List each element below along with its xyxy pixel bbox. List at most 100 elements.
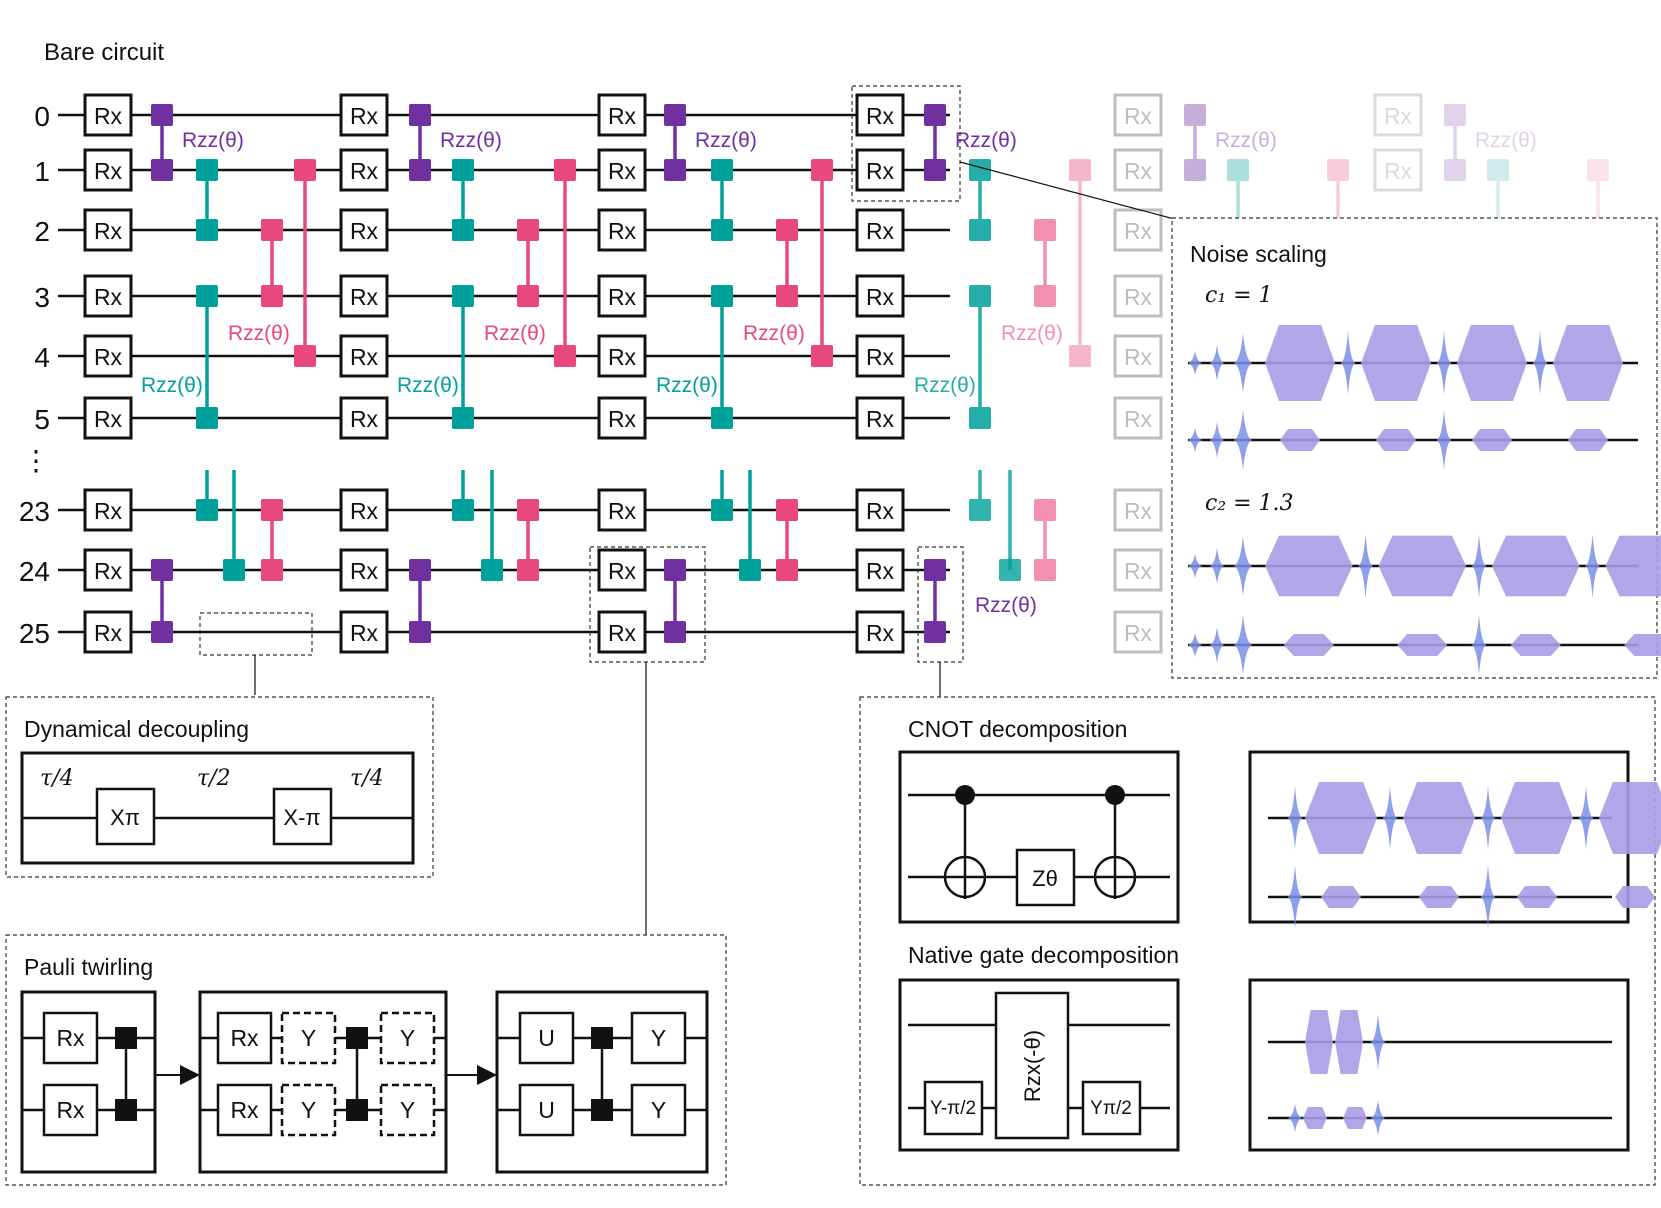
native-pulse-box: [1248, 978, 1630, 1152]
rx-gate-label: Rx: [866, 218, 895, 244]
rx-gate: Rx: [855, 148, 905, 192]
flat-top-pulse: [1303, 1107, 1327, 1129]
rx-gate: Rx: [339, 93, 389, 137]
rx-gate-label: Rx: [350, 284, 379, 310]
rx-gate: Rx: [339, 148, 389, 192]
gaussian-pulse: [1187, 633, 1203, 657]
rx-gate: Rx: [855, 548, 905, 592]
gaussian-pulse: [1233, 333, 1253, 393]
gaussian-pulse: [1382, 786, 1398, 850]
rzx-gate: [994, 991, 1070, 1140]
flat-top-pulse: [1472, 429, 1512, 451]
flat-top-pulse: [1361, 325, 1431, 401]
rx-gate-label: Rx: [866, 158, 895, 184]
rzz-gate: [664, 559, 686, 643]
teal-node: [223, 559, 245, 581]
twirl-rx-2: Rx: [42, 1083, 99, 1137]
rx-gate-label: Rx: [608, 158, 637, 184]
rzz-gate: [261, 499, 283, 581]
rzz-gate: [554, 159, 576, 367]
rzz-gate: [151, 104, 173, 181]
flat-top-pulse: [1335, 1010, 1363, 1074]
rzz-label: Rzz(θ): [397, 374, 459, 397]
svg-text:Y: Y: [400, 1025, 415, 1051]
rzz-gate: [1069, 159, 1091, 367]
svg-text:Rx: Rx: [230, 1097, 259, 1123]
qubit-label: 4: [34, 342, 50, 373]
rx-gate-label: Rx: [1124, 103, 1153, 129]
flat-top-pulse: [1403, 782, 1475, 854]
flat-top-pulse: [1517, 886, 1557, 908]
rzz-gate: [969, 285, 991, 429]
gaussian-pulse: [1471, 534, 1487, 598]
gaussian-pulse: [1209, 627, 1225, 663]
rx-gate-label: Rx: [866, 620, 895, 646]
svg-text:Rx: Rx: [56, 1097, 85, 1123]
gaussian-pulse: [1287, 1104, 1303, 1132]
twirl-rx-3: Rx: [216, 1011, 273, 1065]
dd-title: Dynamical decoupling: [24, 716, 249, 742]
rzz-label: Rzz(θ): [656, 374, 718, 397]
rx-gate-label: Rx: [94, 103, 123, 129]
qubit-label: 1: [34, 156, 50, 187]
z-theta-label: Zθ: [1032, 866, 1058, 891]
rzz-gate: [1184, 104, 1206, 181]
flat-top-pulse: [1457, 325, 1527, 401]
callout-lines: [254, 161, 1179, 935]
flat-top-pulse: [1378, 535, 1466, 597]
gaussian-pulse: [1471, 615, 1487, 675]
rx-gate-label: Rx: [350, 406, 379, 432]
gaussian-pulse: [1287, 786, 1303, 850]
x-minus-pi-pulse: [272, 787, 333, 846]
flat-top-pulse: [1624, 634, 1661, 656]
rx-gate: Rx: [339, 334, 389, 378]
rzz-gate-partial: [196, 470, 218, 521]
rx-gate-label: Rx: [608, 103, 637, 129]
rx-gate: Rx: [597, 488, 647, 532]
rx-gate-label: Rx: [350, 558, 379, 584]
teal-node: [481, 559, 503, 581]
rzz-label: Rzz(θ): [743, 322, 805, 345]
rzz-gate: [776, 499, 798, 581]
twirl-u-1: U: [518, 1011, 575, 1065]
svg-text:Y: Y: [301, 1097, 316, 1123]
rzz-label: Rzz(θ): [1475, 129, 1537, 152]
rx-gate: Rx: [1113, 548, 1163, 592]
rx-gate-label: Rx: [350, 344, 379, 370]
rx-gate: Rx: [339, 274, 389, 318]
rx-gate-label: Rx: [1124, 284, 1153, 310]
rzz-gate: [924, 104, 946, 181]
decomposition-panel: CNOT decomposition Native gate decomposi…: [859, 696, 1661, 1186]
x-pi-label: Xπ: [110, 805, 140, 830]
rx-gate: Rx: [597, 334, 647, 378]
rx-gate: Rx: [597, 274, 647, 318]
rzz-gate: [969, 159, 991, 241]
flat-top-pulse: [1568, 429, 1608, 451]
rx-gate: Rx: [1373, 148, 1423, 192]
rx-gate: Rx: [83, 396, 133, 440]
highlight-box-twirl: [589, 546, 706, 663]
rx-gate-label: Rx: [94, 344, 123, 370]
gaussian-pulse: [1370, 1100, 1386, 1136]
rzz-gate: [1034, 499, 1056, 581]
rx-gate: Rx: [597, 610, 647, 654]
rx-gate-label: Rx: [866, 103, 895, 129]
rx-gate-label: Rx: [866, 406, 895, 432]
qubit-label: 0: [34, 101, 50, 132]
rzz-label: Rzz(θ): [484, 322, 546, 345]
rzz-gate: [776, 219, 798, 307]
flat-top-pulse: [1615, 886, 1655, 908]
flat-top-pulse: [1501, 782, 1573, 854]
flat-top-pulse: [1605, 535, 1661, 597]
rzz-gate: [409, 559, 431, 643]
rzz-label: Rzz(θ): [440, 129, 502, 152]
z-theta-gate: [1015, 848, 1076, 907]
rx-gate: Rx: [597, 396, 647, 440]
rzz-label: Rzz(θ): [975, 594, 1037, 617]
gaussian-pulse: [1209, 548, 1225, 584]
twirl-original: [20, 990, 157, 1174]
rx-gate-label: Rx: [94, 158, 123, 184]
rx-gate: Rx: [855, 93, 905, 137]
rzz-gate: [811, 159, 833, 367]
